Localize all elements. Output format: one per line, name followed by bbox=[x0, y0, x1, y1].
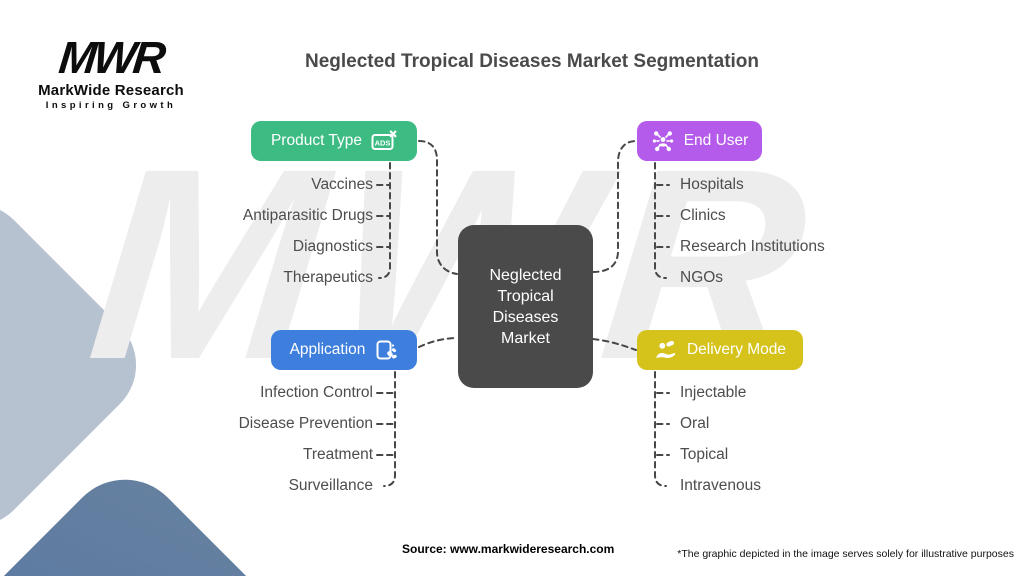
app-chart-icon bbox=[374, 338, 398, 362]
brand-logo: MWR MarkWide Research Inspiring Growth bbox=[30, 32, 192, 112]
segment-item: Diagnostics bbox=[292, 238, 373, 255]
segment-item: Topical bbox=[680, 446, 729, 463]
segment-item: Clinics bbox=[680, 207, 726, 224]
segment-item: Surveillance bbox=[288, 477, 373, 494]
segment-items-application: Infection Control Disease Prevention Tre… bbox=[120, 382, 373, 506]
center-node: Neglected Tropical Diseases Market bbox=[458, 225, 593, 388]
segment-items-end-user: Hospitals Clinics Research Institutions … bbox=[680, 174, 960, 298]
segment-label: Application bbox=[289, 341, 366, 358]
segment-items-product-type: Vaccines Antiparasitic Drugs Diagnostics… bbox=[120, 174, 373, 298]
center-node-line: Diseases bbox=[492, 308, 559, 326]
disclaimer-text: *The graphic depicted in the image serve… bbox=[677, 548, 1014, 560]
segment-item: NGOs bbox=[680, 269, 724, 286]
source-text: Source: www.markwideresearch.com bbox=[402, 542, 615, 556]
segment-label: Delivery Mode bbox=[686, 341, 787, 358]
segment-items-delivery-mode: Injectable Oral Topical Intravenous bbox=[680, 382, 960, 506]
segment-item: Antiparasitic Drugs bbox=[242, 207, 373, 224]
logo-company-name: MarkWide Research bbox=[38, 82, 184, 100]
segment-item: Injectable bbox=[680, 384, 747, 401]
segment-item: Research Institutions bbox=[680, 238, 825, 255]
segment-item: Treatment bbox=[302, 446, 373, 463]
center-node-line: Market bbox=[501, 329, 550, 347]
center-node-line: Tropical bbox=[497, 287, 554, 305]
segment-label: Product Type bbox=[270, 132, 363, 149]
page-title: Neglected Tropical Diseases Market Segme… bbox=[304, 51, 760, 72]
logo-tagline: Inspiring Growth bbox=[45, 100, 177, 112]
segment-item: Vaccines bbox=[311, 176, 373, 193]
segment-item: Hospitals bbox=[680, 176, 744, 193]
segment-pill-application: Application bbox=[271, 330, 417, 370]
user-network-icon bbox=[651, 129, 675, 153]
segment-pill-delivery-mode: Delivery Mode bbox=[637, 330, 803, 370]
ads-box-icon: ADS bbox=[371, 130, 397, 152]
segment-item: Intravenous bbox=[680, 477, 761, 494]
hand-pills-icon bbox=[654, 338, 678, 362]
segment-pill-end-user: End User bbox=[637, 121, 762, 161]
segment-item: Oral bbox=[680, 415, 710, 432]
segment-item: Therapeutics bbox=[283, 269, 373, 286]
center-node-line: Neglected bbox=[489, 266, 562, 284]
segment-pill-product-type: Product Type ADS bbox=[251, 121, 417, 161]
svg-text:ADS: ADS bbox=[375, 139, 391, 148]
segment-item: Infection Control bbox=[260, 384, 373, 401]
segment-label: End User bbox=[683, 132, 749, 149]
segment-item: Disease Prevention bbox=[238, 415, 373, 432]
